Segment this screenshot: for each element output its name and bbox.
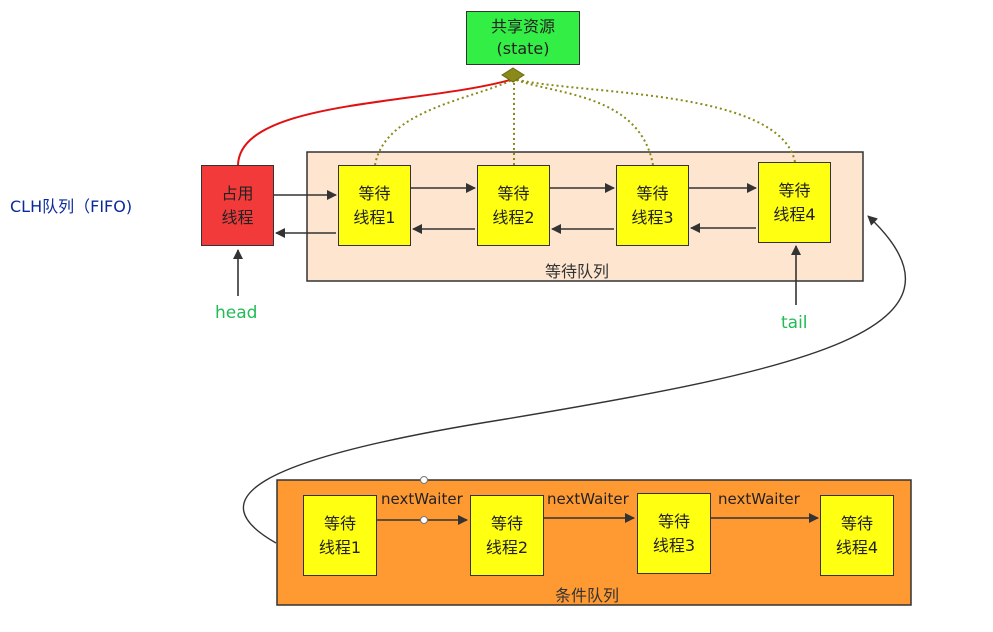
condition-waiting-thread-label: 等待 线程2	[485, 513, 529, 557]
state-anchor-marker	[501, 67, 525, 83]
head-label: head	[215, 303, 258, 323]
condition-waiting-thread-4: 等待 线程4	[820, 495, 894, 576]
holding-thread-box: 占用 线程	[201, 165, 274, 246]
next-waiter-label-2: nextWaiter	[547, 490, 629, 508]
shared-resource-title: 共享资源	[490, 17, 555, 36]
clh-waiting-thread-3: 等待 线程3	[616, 165, 689, 246]
clh-waiting-thread-label: 等待 线程4	[773, 180, 816, 224]
condition-waiting-thread-label: 等待 线程1	[318, 513, 362, 557]
holding-thread-label: 占用 线程	[221, 183, 254, 227]
clh-queue-title: CLH队列（FIFO)	[10, 197, 133, 216]
tail-label: tail	[781, 313, 808, 333]
clh-waiting-thread-label: 等待 线程2	[492, 183, 535, 227]
condition-waiting-thread-2: 等待 线程2	[470, 495, 544, 576]
clh-waiting-thread-4: 等待 线程4	[758, 162, 831, 243]
clh-waiting-thread-label: 等待 线程3	[631, 183, 674, 227]
condition-waiting-thread-3: 等待 线程3	[637, 493, 711, 574]
waiting-queue-label: 等待队列	[545, 262, 610, 281]
condition-queue-region	[276, 479, 912, 606]
condition-waiting-thread-label: 等待 线程4	[835, 513, 879, 557]
clh-waiting-thread-label: 等待 线程1	[353, 183, 396, 227]
holder-to-state-link	[237, 79, 511, 166]
shared-resource-state: (state)	[496, 39, 550, 58]
connector-handle	[420, 476, 428, 484]
next-waiter-label-1: nextWaiter	[381, 490, 463, 508]
connector-handle	[420, 516, 428, 524]
condition-queue-label: 条件队列	[555, 586, 620, 605]
condition-to-clh-transfer-link	[242, 215, 906, 544]
shared-resource-box: 共享资源 (state)	[466, 11, 580, 65]
clh-waiting-thread-1: 等待 线程1	[338, 165, 411, 246]
condition-waiting-thread-label: 等待 线程3	[652, 511, 696, 555]
poll-link-4	[517, 79, 796, 163]
poll-link-1	[374, 79, 513, 166]
next-waiter-label-3: nextWaiter	[718, 490, 800, 508]
condition-waiting-thread-1: 等待 线程1	[303, 495, 377, 576]
clh-waiting-thread-2: 等待 线程2	[477, 165, 550, 246]
